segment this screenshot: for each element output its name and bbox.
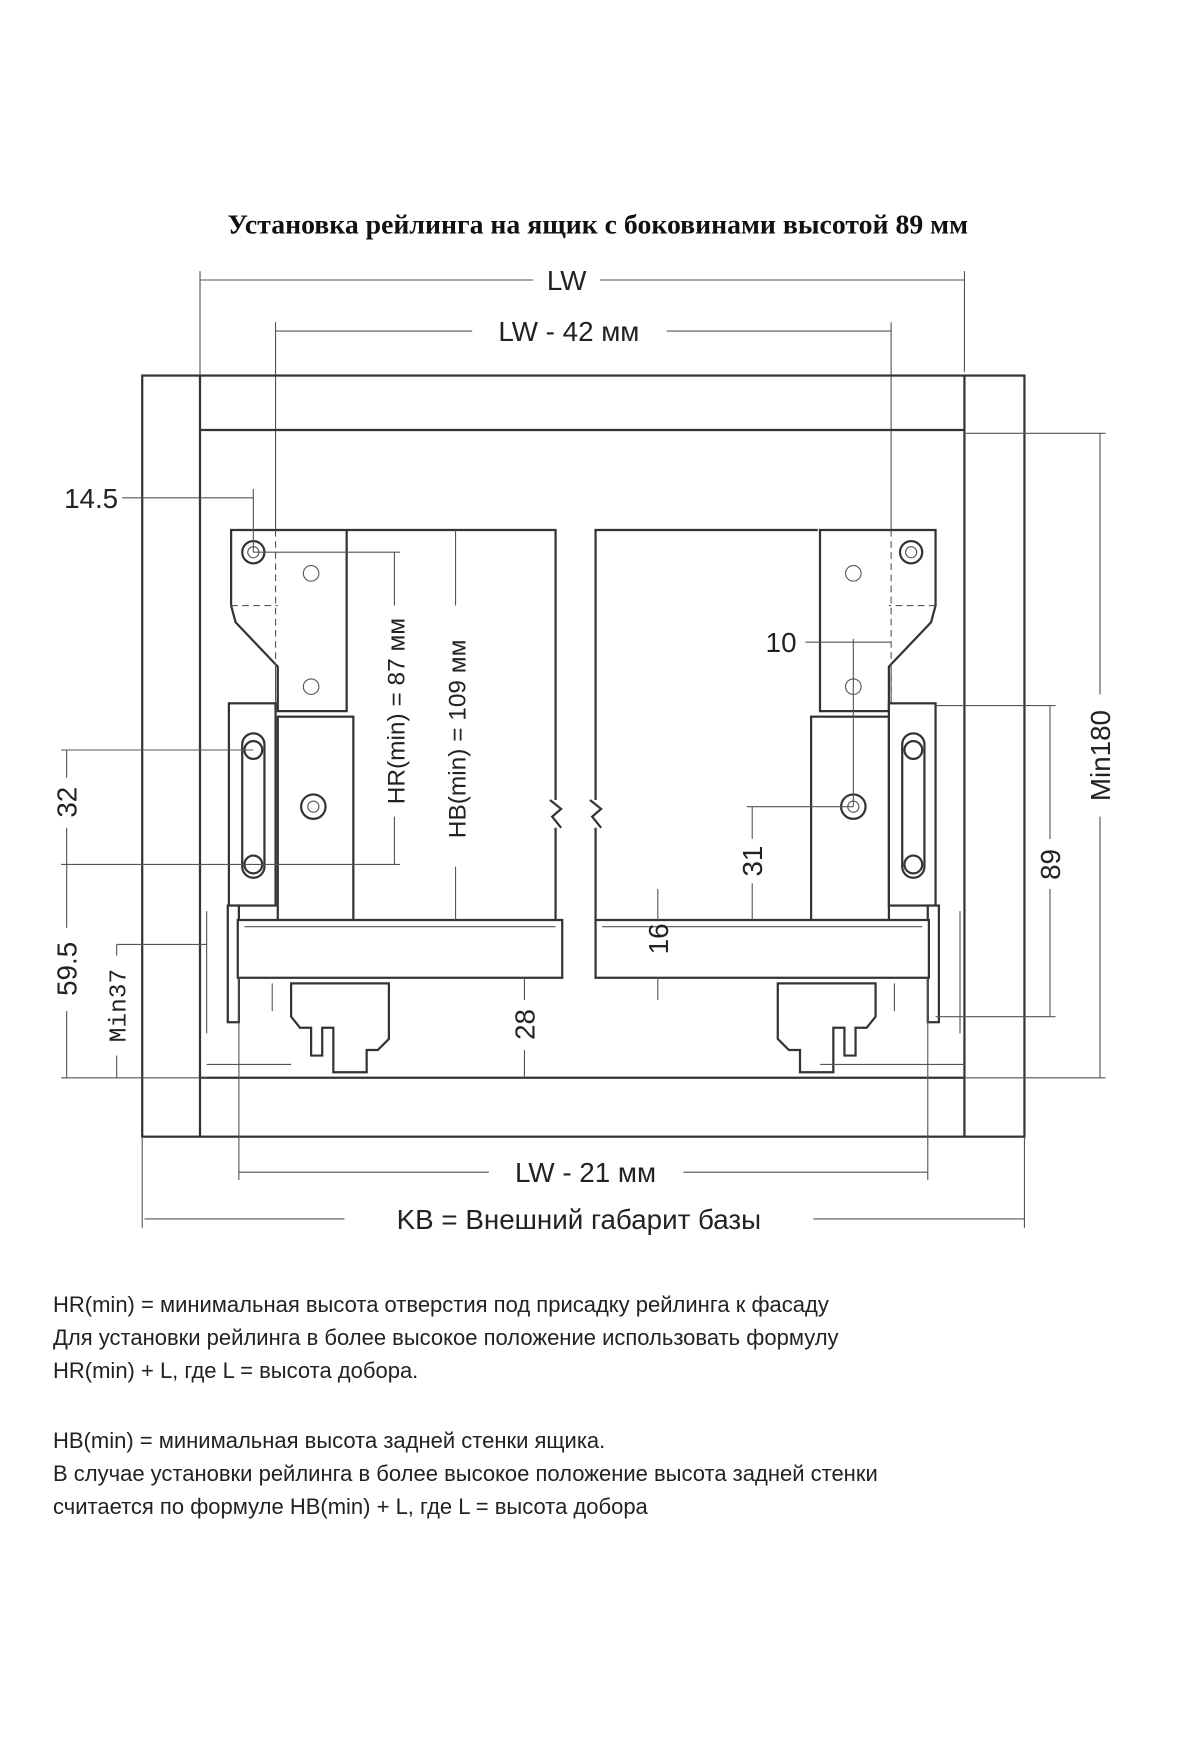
cabinet-outline [141, 374, 1026, 1138]
svg-text:16: 16 [643, 923, 674, 954]
dim-lw: LW [199, 265, 965, 500]
svg-text:Min37: Min37 [107, 969, 134, 1042]
svg-text:KB = Внешний габарит базы: KB = Внешний габарит базы [397, 1204, 761, 1235]
svg-text:LW - 21 мм: LW - 21 мм [515, 1157, 656, 1188]
dim-32: 32 [52, 749, 400, 865]
dim-14-5: 14.5 [64, 483, 254, 553]
svg-text:32: 32 [52, 787, 83, 818]
dim-lw-21: LW - 21 мм [238, 977, 929, 1188]
dim-kb: KB = Внешний габарит базы [141, 1136, 1025, 1235]
back-wall [346, 528, 818, 920]
note-hb-line-1: HB(min) = минимальная высота задней стен… [53, 1428, 606, 1453]
svg-text:LW - 42 мм: LW - 42 мм [498, 316, 639, 347]
dim-hr-min: HR(min) = 87 мм [253, 551, 410, 865]
svg-text:59.5: 59.5 [52, 942, 83, 996]
note-hr-line-1: HR(min) = минимальная высота отверстия п… [53, 1292, 829, 1317]
note-hr-line-2: Для установки рейлинга в более высокое п… [53, 1325, 839, 1350]
diagram-title: Установка рейлинга на ящик с боковинами … [228, 209, 969, 240]
svg-text:28: 28 [509, 1009, 540, 1040]
svg-text:Min180: Min180 [1085, 710, 1116, 801]
svg-text:10: 10 [766, 627, 797, 658]
dim-10: 10 [766, 627, 892, 807]
dim-min37: Min37 [107, 943, 207, 1078]
dim-hb-min: HB(min) = 109 мм [445, 530, 472, 920]
note-hb-line-2: В случае установки рейлинга в более высо… [53, 1461, 878, 1486]
svg-text:31: 31 [737, 846, 768, 877]
dim-59-5: 59.5 [52, 864, 207, 1079]
svg-text:LW: LW [547, 265, 587, 296]
note-hb-line-3: считается по формуле HB(min) + L, где L … [53, 1494, 648, 1519]
svg-text:89: 89 [1035, 849, 1066, 880]
dim-16: 16 [643, 888, 674, 1000]
dim-31: 31 [737, 806, 854, 920]
right-bracket [594, 528, 965, 1074]
svg-text:HR(min) = 87 мм: HR(min) = 87 мм [383, 618, 410, 804]
dim-min180: Min180 [964, 432, 1116, 1079]
note-hr-line-3: HR(min) + L, где L = высота добора. [53, 1358, 419, 1383]
dim-89: 89 [935, 705, 1066, 1018]
left-bracket [206, 528, 564, 1074]
dim-28: 28 [509, 977, 540, 1078]
notes: HR(min) = минимальная высота отверстия п… [53, 1288, 878, 1523]
svg-text:14.5: 14.5 [64, 483, 118, 514]
svg-text:HB(min) = 109 мм: HB(min) = 109 мм [445, 640, 472, 839]
